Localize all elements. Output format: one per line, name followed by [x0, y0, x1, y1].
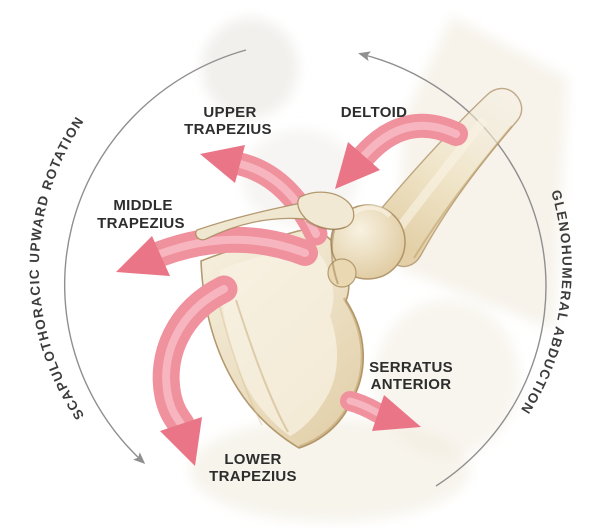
- upper-trapezius-label-line2: TRAPEZIUS: [184, 121, 272, 138]
- scapulothoracic-upward-rotation-text: SCAPULOTHORACIC UPWARD ROTATION: [27, 114, 86, 423]
- rotation-cycle: [64, 49, 547, 487]
- deltoid-force-arrow-icon: [335, 113, 468, 189]
- lower-trapezius-label-line1: LOWER: [224, 451, 281, 468]
- humerus-highlight: [388, 117, 488, 241]
- middle-trapezius-arrow-streak: [156, 235, 309, 258]
- scapula-fossa-highlight: [220, 245, 338, 436]
- watercolor-washes: [190, 16, 568, 522]
- muscle-labels: UPPER TRAPEZIUS DELTOID MIDDLE TRAPEZIUS…: [97, 104, 453, 485]
- serratus-anterior-force-arrow-icon: [340, 391, 421, 431]
- deltoid-arrow-streak: [360, 121, 460, 160]
- serratus-anterior-arrow-head: [372, 395, 421, 431]
- deltoid-label: DELTOID: [341, 104, 408, 121]
- wash-bottom: [190, 418, 470, 522]
- greater-tubercle: [327, 258, 357, 288]
- lower-trapezius-arrow-head: [160, 417, 202, 466]
- upper-trapezius-arrow-head: [200, 145, 245, 183]
- deltoid-label-line1: DELTOID: [341, 104, 408, 121]
- bones-front: [195, 191, 355, 241]
- serratus-anterior-label: SERRATUS ANTERIOR: [369, 359, 453, 393]
- serratus-anterior-label-line2: ANTERIOR: [371, 376, 452, 393]
- deltoid-arrow-head: [335, 142, 380, 189]
- middle-trapezius-label: MIDDLE TRAPEZIUS: [97, 197, 185, 232]
- serratus-anterior-arrow-streak: [346, 397, 382, 417]
- scapulothoracic-upward-rotation-label: SCAPULOTHORACIC UPWARD ROTATION: [27, 114, 87, 423]
- serratus-anterior-label-line1: SERRATUS: [369, 359, 453, 376]
- lower-trapezius-label: LOWER TRAPEZIUS: [209, 451, 297, 485]
- middle-trapezius-arrow-head: [116, 236, 170, 276]
- acromion-shadow-line: [305, 220, 346, 231]
- middle-trapezius-label-line2: TRAPEZIUS: [97, 215, 185, 232]
- upper-trapezius-label-line1: UPPER: [203, 104, 256, 121]
- lower-trapezius-force-arrow-icon: [152, 275, 238, 466]
- wash-top-center: [202, 18, 298, 118]
- wash-humerus-band: [398, 16, 568, 330]
- acromion: [297, 191, 355, 230]
- middle-trapezius-force-arrow-icon: [116, 226, 318, 276]
- humerus-edge-shade: [413, 125, 513, 259]
- upper-trapezius-label: UPPER TRAPEZIUS: [184, 104, 272, 138]
- lower-trapezius-arrow-streak: [162, 285, 228, 428]
- scapula-ridge-line: [235, 299, 289, 433]
- lower-trapezius-label-line2: TRAPEZIUS: [209, 468, 297, 485]
- cycle-arc-left: [64, 49, 247, 465]
- bones: [200, 87, 523, 449]
- cycle-arc-right: [358, 51, 547, 487]
- middle-trapezius-label-line1: MIDDLE: [113, 197, 172, 214]
- wash-lower-right: [375, 300, 519, 456]
